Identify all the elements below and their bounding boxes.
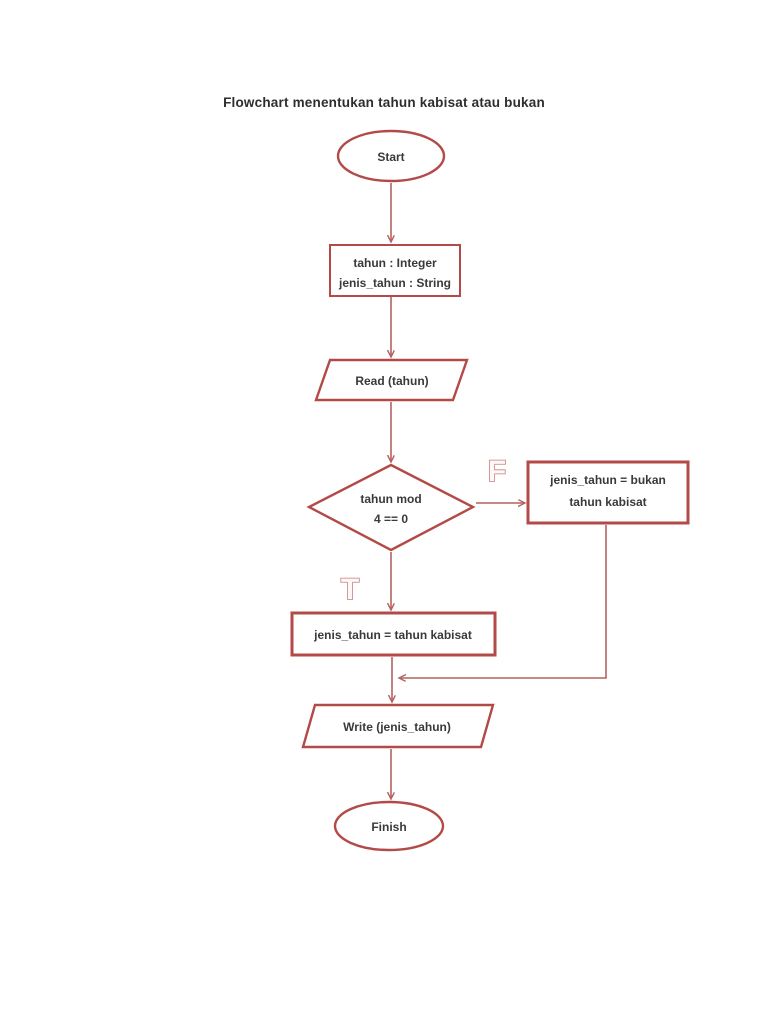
page-title: Flowchart menentukan tahun kabisat atau … (223, 95, 545, 110)
true-branch-label: T (341, 573, 359, 606)
declare-node-line1: tahun : Integer (353, 256, 437, 270)
declare-node (329, 244, 461, 297)
declare-node-line2: jenis_tahun : String (338, 276, 451, 290)
read-node-label: Read (tahun) (355, 374, 428, 388)
decision-node-line2: 4 == 0 (374, 512, 408, 526)
finish-node (333, 800, 445, 852)
start-node (336, 129, 446, 183)
not-leap-node (526, 460, 690, 525)
finish-node-label: Finish (371, 820, 406, 834)
not-leap-node-line1: jenis_tahun = bukan (549, 473, 666, 487)
write-node (301, 703, 495, 749)
decision-node-line1: tahun mod (360, 492, 421, 506)
leap-node (290, 611, 497, 657)
decision-node (306, 463, 476, 552)
false-branch-label: F (488, 455, 506, 488)
not-leap-node-line2: tahun kabisat (569, 495, 646, 509)
connector-notleap-return (399, 525, 607, 678)
leap-node-label: jenis_tahun = tahun kabisat (313, 628, 472, 642)
start-node-label: Start (377, 150, 404, 164)
read-node (314, 358, 469, 402)
write-node-label: Write (jenis_tahun) (343, 720, 451, 734)
